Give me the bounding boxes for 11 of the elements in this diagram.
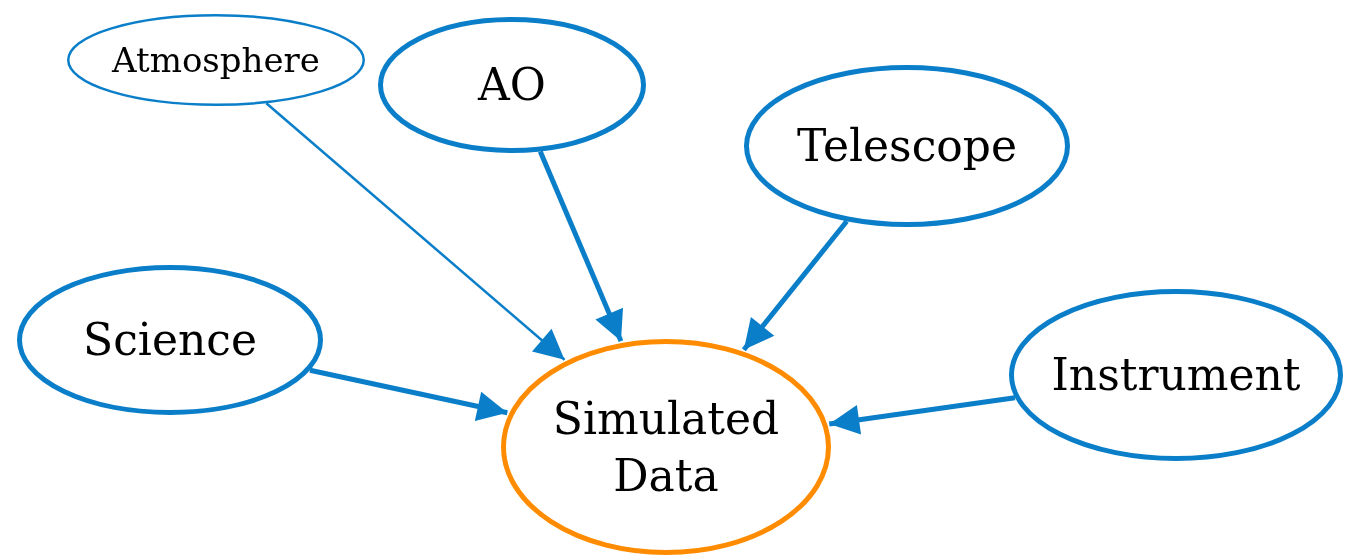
arrow [828,395,1016,435]
arrow [309,367,508,422]
node-label: Instrument [1051,348,1301,403]
node-label: Telescope [797,119,1017,174]
node-label: Atmosphere [112,38,320,82]
arrow [265,102,566,361]
node-label: Simulated Data [551,391,781,503]
node-label: AO [478,58,546,113]
arrow [741,219,849,352]
node-label: Science [83,313,257,368]
arrow [537,150,624,343]
